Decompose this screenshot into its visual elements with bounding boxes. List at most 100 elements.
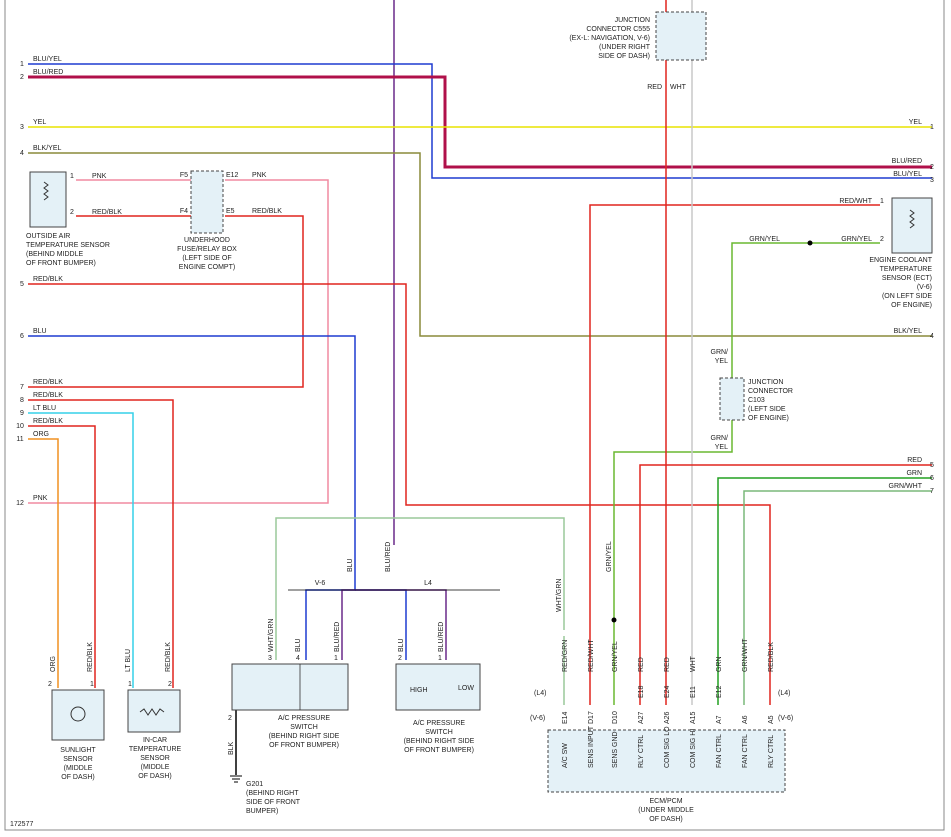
component-label: UNDERHOOD: [184, 237, 230, 244]
wire-label: WHT/GRN: [268, 619, 275, 652]
wire-label: BLU/RED: [334, 622, 341, 652]
wire-label: BLU/YEL: [33, 56, 62, 63]
component-label: (MIDDLE: [141, 764, 170, 771]
wire-label: YEL: [715, 358, 728, 365]
switch-state-label: HIGH: [410, 687, 428, 694]
wire-10-red-blk: [28, 425, 96, 688]
ecm-pin-number: A6: [742, 715, 749, 724]
wire-label: GRN/: [711, 435, 729, 442]
wire-label: PNK: [33, 495, 48, 502]
wire-red-blk-oat: [28, 215, 304, 388]
pin-number: 2: [228, 715, 232, 722]
ecm-wire-label: GRN: [716, 656, 723, 672]
pin-number: E12: [226, 172, 239, 179]
wire-label: RED/BLK: [92, 209, 122, 216]
wire-label: RED/BLK: [33, 392, 63, 399]
ecm-pcm: [547, 729, 786, 793]
component-label: OF FRONT BUMPER): [404, 747, 474, 754]
wires: [28, 0, 932, 775]
component-label: IN-CAR: [143, 737, 167, 744]
component-label: SENSOR (ECT): [882, 275, 932, 282]
component-label: OF FRONT BUMPER): [269, 742, 339, 749]
splice-dot: [807, 240, 813, 246]
wire-blu-red-switches: [341, 589, 447, 660]
wire-label: GRN: [906, 470, 922, 477]
component-label: JUNCTION: [615, 17, 650, 24]
pin-number: 8: [20, 397, 24, 404]
variant-label: (V-6): [530, 715, 545, 722]
ecm-pin-function: FAN CTRL: [716, 734, 723, 768]
component-label: OF ENGINE): [748, 415, 789, 422]
wire-label: BLU: [347, 558, 354, 572]
ecm-pin-number: E14: [562, 711, 569, 724]
pin-number: 2: [70, 209, 74, 216]
pin-number: 2: [398, 655, 402, 662]
wire-label: BLU/RED: [385, 542, 392, 572]
component-label: CONNECTOR C555: [586, 26, 650, 33]
wire-label: LT BLU: [125, 649, 132, 672]
pin-number: 10: [16, 423, 24, 430]
component-label: OF DASH): [138, 773, 171, 780]
wire-label: PNK: [92, 173, 107, 180]
component-label: (LEFT SIDE: [748, 406, 786, 413]
pin-number: 11: [16, 436, 23, 443]
ecm-wire-label: GRN/WHT: [742, 638, 749, 672]
pin-number: 1: [880, 198, 884, 205]
ecm-wire-label: RED/WHT: [588, 639, 595, 672]
component-label: G201: [246, 781, 263, 788]
pin-number: F4: [180, 208, 188, 215]
wire-6-blu: [28, 335, 356, 660]
ecm-pin-function: COM SIG HI: [690, 729, 697, 768]
switch-state-label: LOW: [458, 685, 474, 692]
wire-label: RED/BLK: [33, 418, 63, 425]
junction-connector-c103: [719, 377, 745, 421]
component-label: OF DASH): [61, 774, 94, 781]
ecm-pin-number: A26: [664, 711, 671, 724]
pin-number: 5: [20, 281, 24, 288]
wire-4-blk-yel: [28, 152, 932, 337]
ecm-pin-number: E11: [690, 686, 697, 698]
component-label: A/C PRESSURE: [278, 715, 330, 722]
wire-label: BLU: [33, 328, 47, 335]
variant-label: (V-6): [778, 715, 793, 722]
wire-label: BLU: [295, 638, 302, 652]
wire-11-org: [28, 438, 59, 688]
component-label: TEMPERATURE: [129, 746, 182, 753]
wire-label: WHT: [670, 84, 687, 91]
wire-label: PNK: [252, 172, 267, 179]
variant-label: L4: [424, 580, 432, 587]
ecm-pin-function: FAN CTRL: [742, 734, 749, 768]
component-label: SIDE OF FRONT: [246, 799, 301, 806]
ecm-wire-label: WHT: [690, 655, 697, 672]
wire-label: BLU: [398, 638, 405, 652]
wire-label: BLK/YEL: [894, 328, 923, 335]
pin-number: 3: [930, 177, 934, 184]
wire-label: WHT/GRN: [556, 579, 563, 612]
component-label: (V-6): [917, 284, 932, 291]
wire-label: BLU/RED: [892, 158, 922, 165]
component-label: OF FRONT BUMPER): [26, 260, 96, 267]
diagram-frame: [4, 0, 945, 831]
pin-number: 2: [930, 164, 934, 171]
component-label: SENSOR: [140, 755, 170, 762]
wire-right-5-red: [639, 464, 932, 705]
variant-label: V-6: [315, 580, 326, 587]
wire-label: GRN/YEL: [606, 541, 613, 572]
component-label: (BEHIND RIGHT SIDE: [404, 738, 475, 745]
wire-label: LT BLU: [33, 405, 56, 412]
component-label: CONNECTOR: [748, 388, 793, 395]
wire-label: RED/WHT: [839, 198, 872, 205]
pin-number: 1: [438, 655, 442, 662]
pin-number: 6: [20, 333, 24, 340]
splice-dot: [611, 617, 617, 623]
component-label: OUTSIDE AIR: [26, 233, 70, 240]
ac-pressure-switch-v6: [231, 663, 349, 711]
component-label: FUSE/RELAY BOX: [177, 246, 237, 253]
variant-label: (L4): [534, 690, 546, 697]
component-label: (BEHIND RIGHT: [246, 790, 299, 797]
component-label: C103: [748, 397, 765, 404]
ecm-pin-function: SENS GND: [612, 731, 619, 768]
wire-right-7-grn-wht: [743, 490, 932, 705]
ecm-wire-label: RED: [664, 657, 671, 672]
